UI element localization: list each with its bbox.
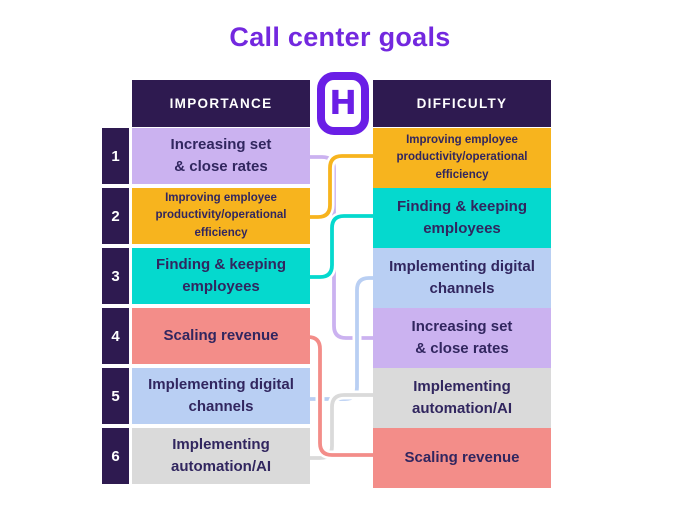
rank-cell: 4 xyxy=(102,308,129,364)
difficulty-column-header: DIFFICULTY xyxy=(373,80,551,127)
rank-cell: 1 xyxy=(102,128,129,184)
importance-row: Implementing digital channels xyxy=(132,368,310,424)
difficulty-row: Increasing set & close rates xyxy=(373,308,551,368)
difficulty-row: Finding & keeping employees xyxy=(373,188,551,248)
connector-orange xyxy=(300,154,384,219)
connector-casing-gray xyxy=(300,390,384,463)
importance-row: Finding & keeping employees xyxy=(132,248,310,304)
importance-row: Implementing automation/AI xyxy=(132,428,310,484)
connector-casing-lavender xyxy=(300,152,384,343)
difficulty-row: Improving employee productivity/operatio… xyxy=(373,128,551,188)
connector-gray xyxy=(300,393,384,460)
connector-casing-orange xyxy=(300,151,384,222)
connector-casing-teal xyxy=(300,211,384,282)
difficulty-row: Scaling revenue xyxy=(373,428,551,488)
connector-lavender xyxy=(300,155,384,340)
importance-row: Improving employee productivity/operatio… xyxy=(132,188,310,244)
rank-cell: 3 xyxy=(102,248,129,304)
brand-logo: H xyxy=(317,72,369,135)
rank-cell: 5 xyxy=(102,368,129,424)
logo-letter: H xyxy=(329,83,357,122)
connector-teal xyxy=(300,214,384,279)
rank-cell: 2 xyxy=(102,188,129,244)
difficulty-row: Implementing automation/AI xyxy=(373,368,551,428)
connector-salmon xyxy=(300,335,384,457)
difficulty-row: Implementing digital channels xyxy=(373,248,551,308)
rank-cell: 6 xyxy=(102,428,129,484)
importance-column-header: IMPORTANCE xyxy=(132,80,310,127)
importance-row: Increasing set & close rates xyxy=(132,128,310,184)
importance-row: Scaling revenue xyxy=(132,308,310,364)
page-title: Call center goals xyxy=(229,22,451,52)
